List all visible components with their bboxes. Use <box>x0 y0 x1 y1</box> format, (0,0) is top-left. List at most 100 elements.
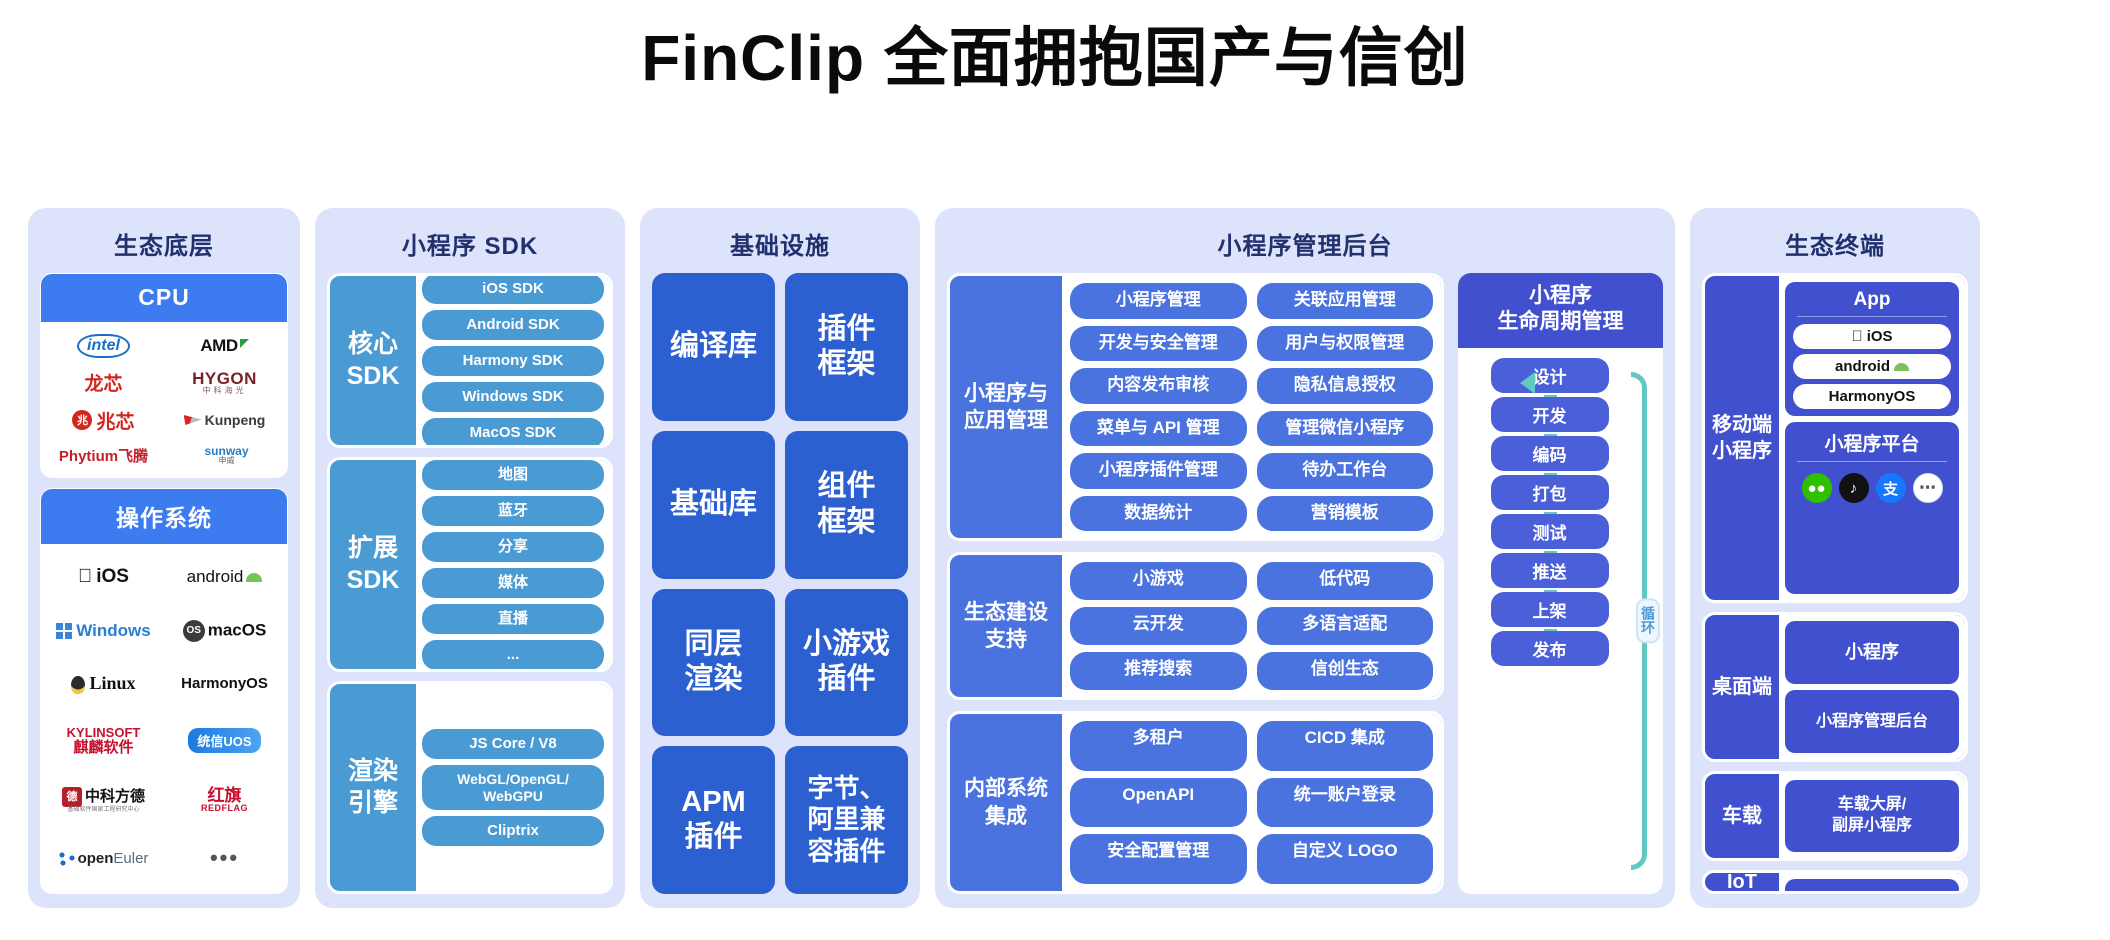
lifecycle-step-develop[interactable]: 开发 <box>1490 396 1609 432</box>
pill-openapi[interactable]: OpenAPI <box>1070 777 1247 828</box>
divider <box>1797 461 1947 462</box>
group-app-management: 小程序与 应用管理 小程序管理 关联应用管理 开发与安全管理 用户与权限管理 内… <box>947 273 1444 541</box>
sdk-pill-map[interactable]: 地图 <box>422 460 604 490</box>
chip-harmonyos[interactable]: HarmonyOS <box>1793 384 1951 409</box>
card-head-cpu: CPU <box>41 274 287 322</box>
pill-security-config-management[interactable]: 安全配置管理 <box>1070 834 1247 884</box>
pill-cicd-integration[interactable]: CICD 集成 <box>1256 721 1433 771</box>
pill-multi-tenant[interactable]: 多租户 <box>1070 721 1247 771</box>
sdk-pill-media[interactable]: 媒体 <box>422 567 604 598</box>
sdk-pill-live[interactable]: 直播 <box>422 603 604 634</box>
group-body-app-management: 小程序管理 关联应用管理 开发与安全管理 用户与权限管理 内容发布审核 隐私信息… <box>1062 276 1441 538</box>
sdk-pill-jscore-v8[interactable]: JS Core / V8 <box>422 728 604 759</box>
alipay-icon[interactable]: 支 <box>1875 473 1906 503</box>
infra-cell-compiler-lib[interactable]: 编译库 <box>652 273 775 421</box>
logo-amd: AMD <box>164 328 285 363</box>
android-robot-icon <box>1894 362 1909 371</box>
social-platform-row: ●● ♪ 支 ⋯ <box>1793 469 1951 505</box>
terminal-card-app: App iOS android HarmonyOS <box>1785 282 1959 416</box>
terminal-item-car-screen[interactable]: 车载大屏/ 副屏小程序 <box>1785 780 1959 852</box>
sdk-pill-windows[interactable]: Windows SDK <box>422 381 604 412</box>
pill-manage-wechat-miniprogram[interactable]: 管理微信小程序 <box>1256 410 1433 446</box>
terminal-card-title-app: App <box>1853 289 1891 310</box>
pill-marketing-template[interactable]: 营销模板 <box>1256 495 1433 531</box>
more-icon[interactable]: ⋯ <box>1912 473 1943 503</box>
panel-title-infrastructure: 基础设施 <box>730 233 830 260</box>
infra-cell-same-layer-render[interactable]: 同层 渲染 <box>652 588 775 737</box>
pill-menu-api-management[interactable]: 菜单与 API 管理 <box>1070 410 1247 446</box>
sdk-pill-bluetooth[interactable]: 蓝牙 <box>422 495 604 526</box>
pill-linked-app-management[interactable]: 关联应用管理 <box>1256 283 1433 319</box>
sdk-pill-webgl[interactable]: WebGL/OpenGL/ WebGPU <box>422 764 604 811</box>
sdk-pill-macos[interactable]: MacOS SDK <box>422 417 604 445</box>
terminal-body-mobile: App iOS android HarmonyOS 小程序平台 ●● ♪ 支 <box>1779 276 1965 600</box>
wechat-icon[interactable]: ●● <box>1801 473 1832 503</box>
pill-cloud-dev[interactable]: 云开发 <box>1070 607 1247 645</box>
lifecycle-title: 小程序 生命周期管理 <box>1458 273 1663 348</box>
pill-miniprogram-management[interactable]: 小程序管理 <box>1070 283 1247 319</box>
pill-data-statistics[interactable]: 数据统计 <box>1070 495 1247 531</box>
logo-uos: 统信UOS <box>164 710 285 771</box>
lifecycle-step-coding[interactable]: 编码 <box>1490 435 1609 471</box>
terminal-block-iot: IoT 低功耗小程序 <box>1702 870 1968 894</box>
sdk-pills-core: iOS SDK Android SDK Harmony SDK Windows … <box>416 276 610 445</box>
logo-zhongkefangde: 德中科方德基础软件国家工程研究中心 <box>43 771 164 829</box>
panel-miniprogram-sdk: 小程序 SDK 核心 SDK iOS SDK Android SDK Harmo… <box>315 208 625 908</box>
terminal-label-desktop: 桌面端 <box>1712 676 1772 698</box>
pill-recommend-search[interactable]: 推荐搜索 <box>1070 652 1247 690</box>
group-body-internal-integration: 多租户 CICD 集成 OpenAPI 统一账户登录 安全配置管理 自定义 LO… <box>1062 714 1441 891</box>
kunpeng-swoosh-icon <box>183 415 202 425</box>
terminal-item-management-backend[interactable]: 小程序管理后台 <box>1785 690 1959 753</box>
chip-ios[interactable]: iOS <box>1793 324 1951 349</box>
lifecycle-step-release[interactable]: 发布 <box>1490 630 1609 666</box>
sdk-pill-android[interactable]: Android SDK <box>422 309 604 340</box>
lifecycle-step-package[interactable]: 打包 <box>1490 474 1609 510</box>
terminal-label-mobile: 移动端 小程序 <box>1712 414 1772 462</box>
panel-title-ecosystem-foundation: 生态底层 <box>114 233 214 260</box>
sdk-pill-share[interactable]: 分享 <box>422 531 604 562</box>
panel-infrastructure: 基础设施 编译库 插件 框架 基础库 组件 框架 同层 渲染 小游戏 插件 AP… <box>640 208 920 908</box>
pill-unified-account-login[interactable]: 统一账户登录 <box>1256 777 1433 828</box>
infra-cell-plugin-framework[interactable]: 插件 框架 <box>785 273 908 421</box>
lifecycle-step-design[interactable]: 设计 <box>1490 357 1609 393</box>
infrastructure-grid: 编译库 插件 框架 基础库 组件 框架 同层 渲染 小游戏 插件 APM 插件 … <box>652 273 908 894</box>
infra-cell-base-lib[interactable]: 基础库 <box>652 430 775 579</box>
chip-android[interactable]: android <box>1793 354 1951 379</box>
infra-cell-apm-plugin[interactable]: APM 插件 <box>652 746 775 894</box>
lifecycle-step-push[interactable]: 推送 <box>1490 552 1609 588</box>
pill-custom-logo[interactable]: 自定义 LOGO <box>1256 834 1433 884</box>
pill-xinchuang-ecosystem[interactable]: 信创生态 <box>1256 652 1433 690</box>
sdk-pill-more[interactable]: ... <box>422 639 604 669</box>
sdk-pill-ios[interactable]: iOS SDK <box>422 276 604 304</box>
pill-multi-language[interactable]: 多语言适配 <box>1256 607 1433 645</box>
infra-cell-component-framework[interactable]: 组件 框架 <box>785 430 908 579</box>
pill-miniprogram-plugin-management[interactable]: 小程序插件管理 <box>1070 453 1247 489</box>
pill-low-code[interactable]: 低代码 <box>1256 562 1433 600</box>
pill-privacy-authorization[interactable]: 隐私信息授权 <box>1256 368 1433 404</box>
lifecycle-step-listing[interactable]: 上架 <box>1490 591 1609 627</box>
infra-cell-bytedance-alibaba-plugin[interactable]: 字节、 阿里兼 容插件 <box>785 746 908 894</box>
sdk-pill-harmony[interactable]: Harmony SDK <box>422 345 604 376</box>
logo-kunpeng: Kunpeng <box>164 401 285 439</box>
lifecycle-loop-arrow-icon <box>1520 371 1535 394</box>
sdk-pill-cliptrix[interactable]: Cliptrix <box>422 816 604 847</box>
pill-dev-security-management[interactable]: 开发与安全管理 <box>1070 325 1247 361</box>
macos-icon: OS <box>182 619 205 642</box>
pill-user-permission-management[interactable]: 用户与权限管理 <box>1256 325 1433 361</box>
terminal-item-miniprogram[interactable]: 小程序 <box>1785 621 1959 684</box>
group-label-app-management: 小程序与 应用管理 <box>964 381 1048 432</box>
pill-todo-workbench[interactable]: 待办工作台 <box>1256 453 1433 489</box>
panel-management-backend: 小程序管理后台 小程序与 应用管理 小程序管理 关联应用管理 开发与安全管理 用… <box>935 208 1675 908</box>
infra-cell-minigame-plugin[interactable]: 小游戏 插件 <box>785 588 908 737</box>
terminal-card-title-platform: 小程序平台 <box>1824 434 1920 455</box>
pill-minigame[interactable]: 小游戏 <box>1070 562 1247 600</box>
pill-content-publish-review[interactable]: 内容发布审核 <box>1070 368 1247 404</box>
terminal-block-automotive: 车载 车载大屏/ 副屏小程序 <box>1702 771 1968 861</box>
lifecycle-step-test[interactable]: 测试 <box>1490 513 1609 549</box>
terminal-item-low-power-miniprogram[interactable]: 低功耗小程序 <box>1785 879 1959 891</box>
tiktok-icon[interactable]: ♪ <box>1838 473 1869 503</box>
terminal-body-iot: 低功耗小程序 <box>1779 873 1965 891</box>
card-head-operating-system: 操作系统 <box>41 489 287 544</box>
